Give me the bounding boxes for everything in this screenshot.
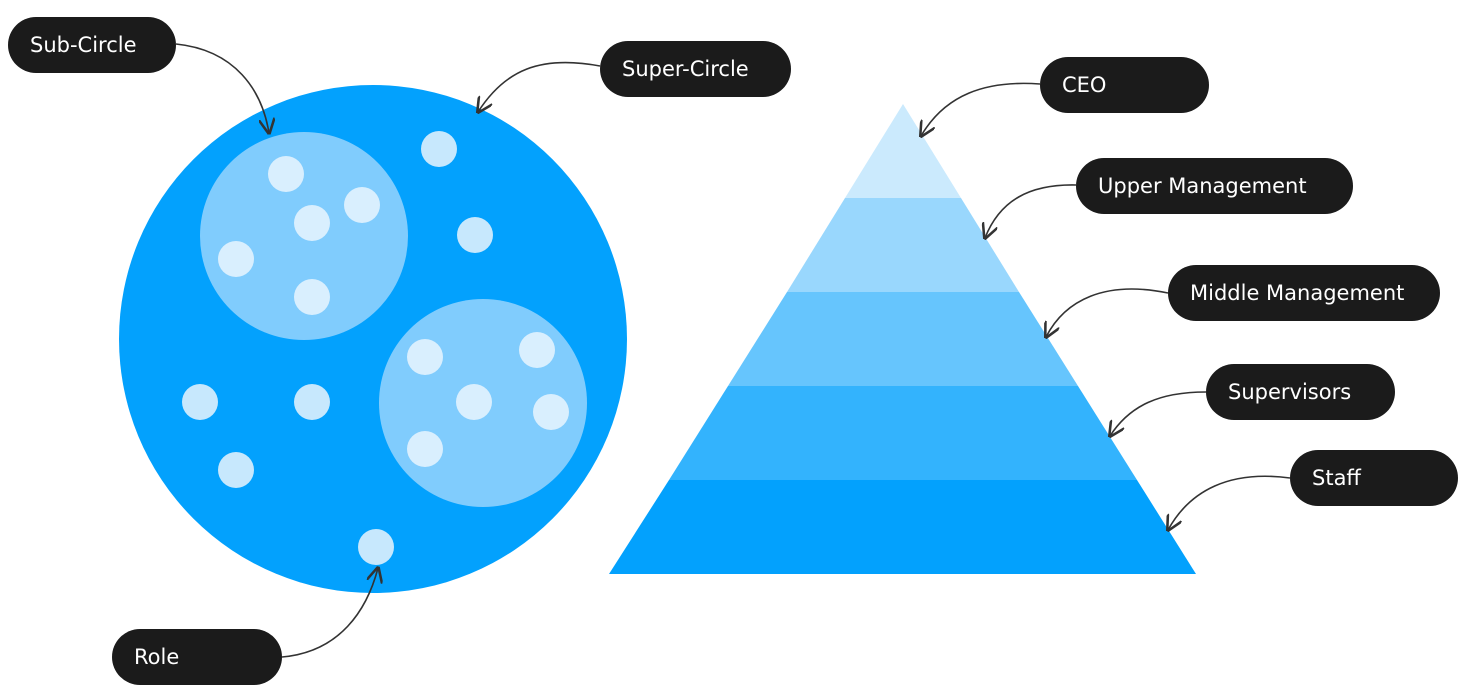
pyramid-level-supervisors (669, 386, 1137, 480)
arrow-middle-management (1046, 288, 1169, 337)
label-super-circle: Super-Circle (600, 41, 791, 97)
pyramid-level-upper-management (787, 198, 1019, 292)
roles-in-sub-circles (218, 156, 569, 467)
arrow-upper-management (985, 184, 1077, 238)
arrow-role (281, 568, 378, 658)
label-text: Middle Management (1190, 281, 1405, 305)
role-dot (407, 339, 443, 375)
role-dot (421, 131, 457, 167)
label-text: Staff (1312, 466, 1361, 490)
role-dot (182, 384, 218, 420)
role-dot (457, 217, 493, 253)
label-ceo: CEO (1040, 57, 1209, 113)
label-staff: Staff (1290, 450, 1458, 506)
label-text: Supervisors (1228, 380, 1352, 404)
role-dot (519, 332, 555, 368)
role-dot (294, 384, 330, 420)
label-upper-management: Upper Management (1076, 158, 1353, 214)
pyramid-level-staff (609, 480, 1196, 574)
role-dot (344, 187, 380, 223)
label-supervisors: Supervisors (1206, 364, 1395, 420)
role-dot (358, 529, 394, 565)
role-dot (268, 156, 304, 192)
hierarchy-pyramid (609, 104, 1196, 574)
label-role: Role (112, 629, 282, 685)
connector-arrows (175, 43, 1291, 658)
role-dot (407, 431, 443, 467)
label-sub-circle: Sub-Circle (8, 17, 176, 73)
label-middle-management: Middle Management (1168, 265, 1440, 321)
label-text: Super-Circle (622, 57, 749, 81)
role-dot (294, 205, 330, 241)
arrow-super-circle (478, 61, 601, 112)
arrow-ceo (921, 82, 1041, 136)
pyramid-level-middle-management (728, 292, 1078, 386)
arrow-sub-circle (175, 43, 269, 133)
label-text: Upper Management (1098, 174, 1307, 198)
roles-in-super-circle (182, 131, 493, 565)
label-text: CEO (1062, 73, 1107, 97)
role-dot (533, 394, 569, 430)
label-text: Sub-Circle (30, 33, 137, 57)
arrow-staff (1168, 475, 1291, 530)
role-dot (218, 452, 254, 488)
role-dot (218, 241, 254, 277)
arrow-supervisors (1110, 391, 1207, 436)
role-dot (456, 384, 492, 420)
role-dot (294, 279, 330, 315)
pyramid-level-ceo (845, 104, 961, 198)
label-text: Role (134, 645, 180, 669)
